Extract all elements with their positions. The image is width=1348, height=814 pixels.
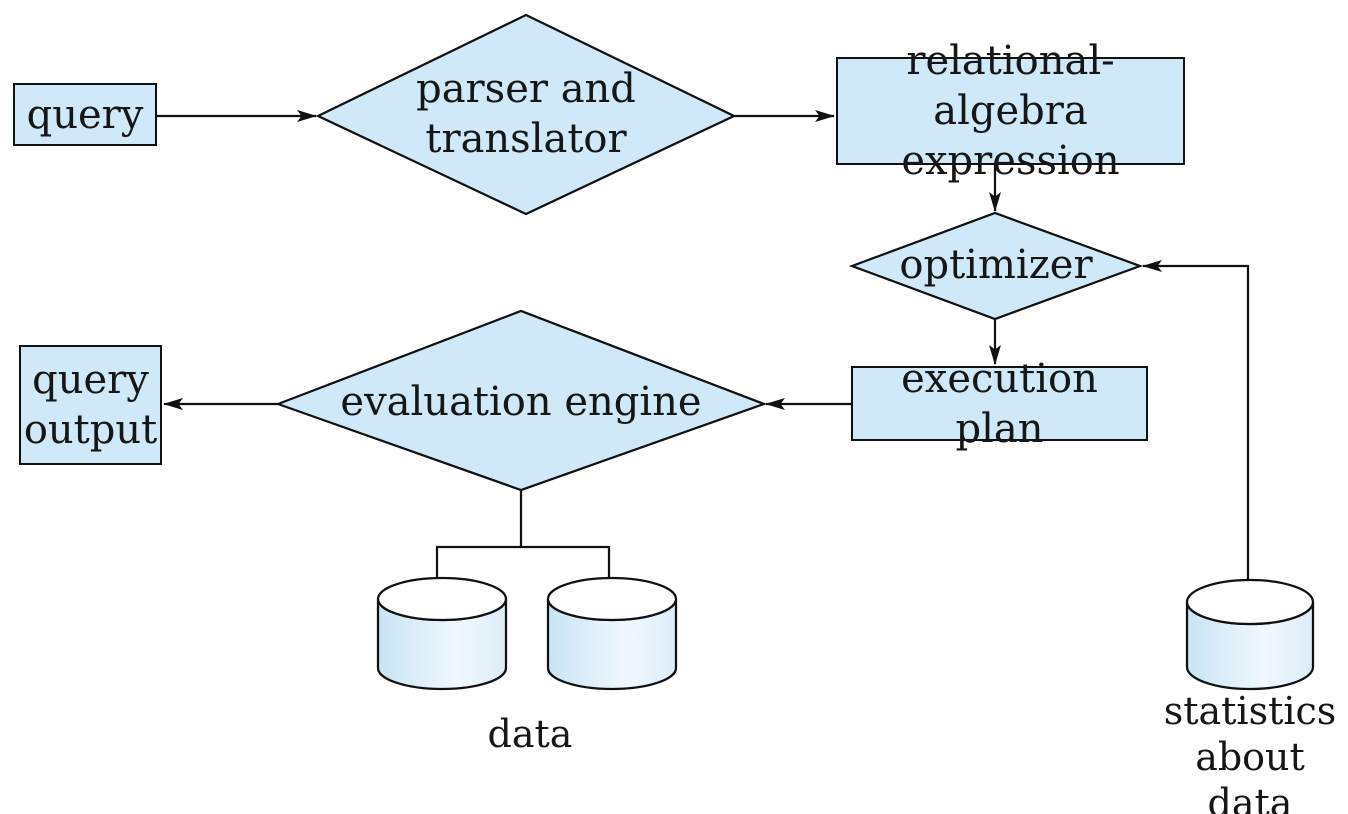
statistics-cylinder <box>1185 578 1315 691</box>
parser-and-translator-label: parser and translator <box>416 66 636 162</box>
evaluation-engine-label: evaluation engine <box>340 379 702 425</box>
edge-evaluation-engine-to-data <box>435 490 611 578</box>
parser-and-translator-diamond <box>315 13 737 216</box>
data-cylinder-right <box>546 576 678 691</box>
data-caption: data <box>487 712 573 756</box>
optimizer-diamond <box>848 211 1144 321</box>
data-cylinder-right-top <box>546 576 678 622</box>
relational-algebra-expression-node: relational-algebra expression <box>836 38 1185 184</box>
query-output-node: query output <box>19 345 162 465</box>
execution-plan-node: execution plan <box>851 356 1148 452</box>
data-cylinder-left-top <box>376 576 508 622</box>
evaluation-engine-diamond <box>274 309 768 492</box>
optimizer-label: optimizer <box>899 242 1093 288</box>
query-node: query <box>13 83 157 146</box>
data-cylinder-left <box>376 576 508 691</box>
edge-statistics-to-optimizer <box>1142 260 1250 580</box>
statistics-about-data-caption: statistics about data <box>1163 689 1337 814</box>
statistics-cylinder-top <box>1185 578 1315 626</box>
